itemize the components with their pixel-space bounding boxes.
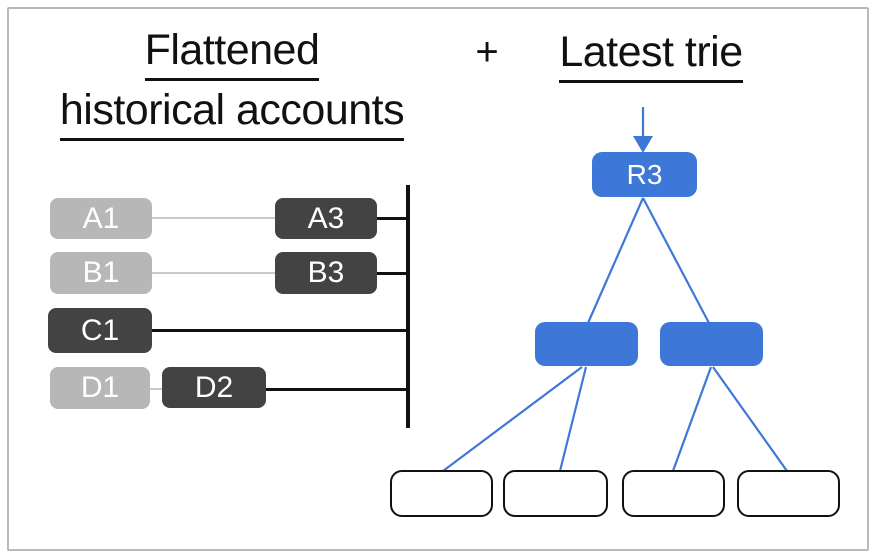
node-b1: B1 xyxy=(50,252,152,294)
edge-left-leaf2 xyxy=(558,366,588,472)
edge-right-leaf3 xyxy=(671,366,713,472)
trie-leaf-node-3 xyxy=(622,470,725,517)
connector-a1-a3 xyxy=(150,217,277,219)
trie-leaf-node-4 xyxy=(737,470,840,517)
connector-b1-b3 xyxy=(150,272,277,274)
connector-b3-bar xyxy=(375,272,408,275)
edge-right-leaf4 xyxy=(712,366,788,472)
plus-sign: + xyxy=(475,30,499,74)
node-a1: A1 xyxy=(50,198,152,239)
node-c1: C1 xyxy=(48,308,152,353)
trie-internal-node-left xyxy=(535,322,638,366)
connector-d2-bar xyxy=(264,388,408,391)
vertical-bar xyxy=(406,185,410,428)
right-title-text: Latest trie xyxy=(559,28,743,83)
trie-leaf-node-2 xyxy=(503,470,608,517)
node-d1: D1 xyxy=(50,367,150,409)
connector-c1-bar xyxy=(150,329,408,332)
trie-leaf-node-1 xyxy=(390,470,493,517)
node-b3: B3 xyxy=(275,252,377,294)
connector-a3-bar xyxy=(375,217,408,220)
connector-d1-d2 xyxy=(147,388,164,390)
left-title-line2: historical accounts xyxy=(59,86,405,141)
left-title: Flattened historical accounts xyxy=(17,26,447,146)
trie-root-node: R3 xyxy=(592,152,697,197)
left-title-row1: Flattened xyxy=(17,26,447,81)
left-title-line1: Flattened xyxy=(144,26,320,81)
edge-root-left xyxy=(586,197,645,324)
edge-left-leaf1 xyxy=(442,366,583,472)
left-title-row2: historical accounts xyxy=(17,86,447,141)
node-d2: D2 xyxy=(162,367,266,408)
down-arrow-icon xyxy=(633,107,653,153)
edge-root-right xyxy=(642,197,710,324)
node-a3: A3 xyxy=(275,198,377,239)
trie-internal-node-right xyxy=(660,322,763,366)
right-title: Latest trie xyxy=(531,28,771,83)
